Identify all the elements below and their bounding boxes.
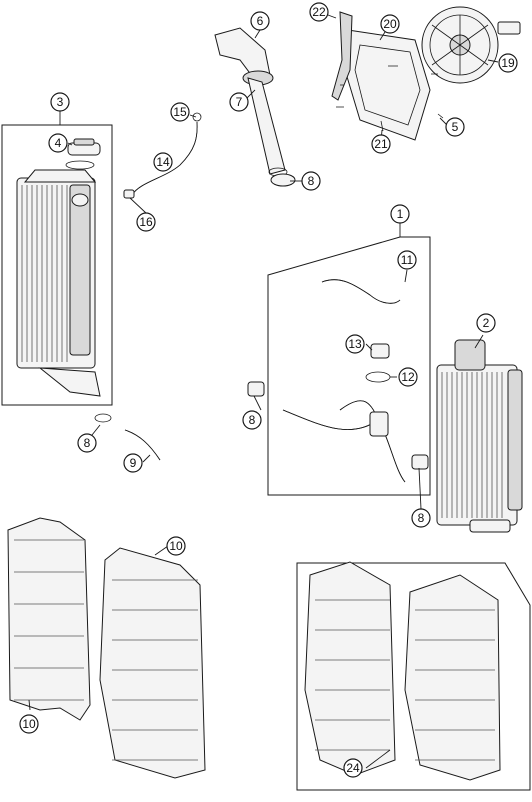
hose-9 (94, 413, 161, 461)
callout-22: 22 (309, 2, 329, 22)
coolant-pipe-assembly (214, 27, 296, 187)
callout-8-right: 8 (411, 508, 431, 528)
svg-text:2: 2 (483, 316, 490, 330)
svg-text:10: 10 (169, 539, 183, 553)
cooling-fan (421, 6, 521, 84)
svg-text:14: 14 (156, 155, 170, 169)
group-box-1 (267, 236, 431, 496)
callout-19: 19 (498, 53, 518, 73)
callout-12: 12 (398, 367, 418, 387)
svg-text:4: 4 (55, 136, 62, 150)
callout-1: 1 (390, 204, 410, 224)
svg-text:20: 20 (383, 17, 397, 31)
radiator-guard-center (99, 547, 206, 779)
callout-9: 9 (123, 453, 143, 473)
group-box-24 (296, 562, 531, 791)
callout-15: 15 (170, 102, 190, 122)
callout-24: 24 (343, 758, 363, 778)
callout-8-bottom: 8 (77, 433, 97, 453)
callout-6: 6 (250, 11, 270, 31)
svg-text:21: 21 (374, 137, 388, 151)
svg-text:3: 3 (57, 95, 64, 109)
callout-8-top: 8 (301, 171, 321, 191)
left-radiator (16, 169, 101, 397)
screws (336, 65, 444, 132)
svg-text:10: 10 (22, 717, 36, 731)
callout-11: 11 (397, 250, 417, 270)
callout-16: 16 (136, 212, 156, 232)
svg-text:12: 12 (401, 370, 415, 384)
svg-text:6: 6 (257, 14, 264, 28)
callout-13: 13 (345, 334, 365, 354)
callout-8-left: 8 (242, 410, 262, 430)
svg-text:8: 8 (84, 436, 91, 450)
callout-10-left: 10 (19, 714, 39, 734)
sleeve-8-left (247, 381, 265, 397)
svg-text:1: 1 (397, 207, 404, 221)
radiator-guard-left (7, 517, 91, 721)
callout-10-center: 10 (166, 536, 186, 556)
svg-text:15: 15 (173, 105, 187, 119)
callout-4: 4 (48, 133, 68, 153)
hose-assembly (282, 279, 406, 483)
svg-text:8: 8 (418, 511, 425, 525)
callout-14: 14 (153, 152, 173, 172)
svg-text:7: 7 (236, 95, 243, 109)
callout-3: 3 (50, 92, 70, 112)
svg-text:8: 8 (249, 413, 256, 427)
svg-text:8: 8 (308, 174, 315, 188)
callout-21: 21 (371, 134, 391, 154)
callout-20: 20 (380, 14, 400, 34)
svg-text:24: 24 (346, 761, 360, 775)
fan-bracket (331, 11, 431, 141)
right-radiator (436, 339, 523, 533)
svg-text:19: 19 (501, 56, 515, 70)
fitting-16 (123, 189, 135, 199)
svg-text:11: 11 (401, 253, 414, 267)
callout-2: 2 (476, 313, 496, 333)
hose-clamp-15 (192, 112, 202, 122)
svg-text:9: 9 (130, 456, 137, 470)
svg-text:13: 13 (348, 337, 362, 351)
callout-7: 7 (229, 92, 249, 112)
callout-5: 5 (445, 117, 465, 137)
group-box-3 (1, 124, 113, 406)
radiator-guard-set (304, 561, 501, 781)
sleeve-8-right (411, 454, 429, 470)
radiator-cap (65, 138, 101, 170)
svg-text:16: 16 (139, 215, 153, 229)
svg-text:22: 22 (312, 5, 326, 19)
svg-text:5: 5 (452, 120, 459, 134)
